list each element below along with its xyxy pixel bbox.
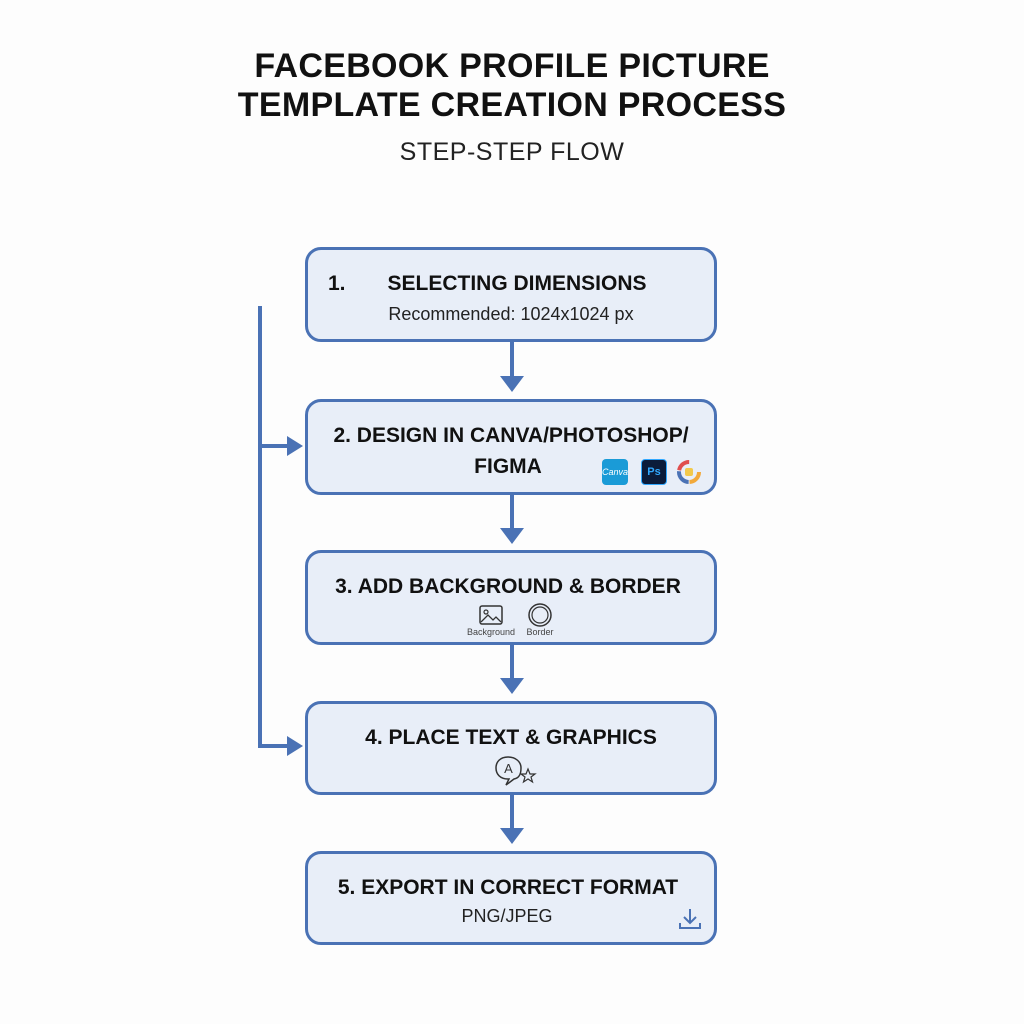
step-5-title: 5. EXPORT IN CORRECT FORMAT — [337, 876, 679, 899]
text-graphics-icon: A — [495, 756, 537, 786]
background-icon-label: Background — [466, 627, 516, 637]
step-1-title: SELECTING DIMENSIONS — [387, 272, 647, 295]
step-1-number: 1. — [328, 272, 346, 295]
arrowhead-3-to-4 — [500, 678, 524, 694]
step-2-title-line-1: 2. DESIGN IN CANVA/PHOTOSHOP/ — [333, 424, 689, 447]
arrowhead-1-to-2 — [500, 376, 524, 392]
step-2-title-line-2: FIGMA — [474, 455, 542, 478]
diagram-title-line-1: FACEBOOK PROFILE PICTURE — [254, 47, 770, 85]
step-3-box: 3. ADD BACKGROUND & BORDER Background Bo… — [305, 550, 717, 645]
text-graphics-icon-letter: A — [504, 761, 513, 776]
step-5-box: 5. EXPORT IN CORRECT FORMAT PNG/JPEG — [305, 851, 717, 945]
arrowhead-4-to-5 — [500, 828, 524, 844]
diagram-title-line-2: TEMPLATE CREATION PROCESS — [237, 86, 787, 124]
step-5-detail: PNG/JPEG — [461, 906, 553, 926]
border-circle-icon — [528, 603, 552, 627]
arrowhead-side-to-step-2 — [287, 436, 303, 456]
background-image-icon — [479, 605, 503, 625]
photoshop-icon: Ps — [641, 459, 667, 485]
arrowhead-2-to-3 — [500, 528, 524, 544]
diagram-subtitle: STEP-STEP FLOW — [399, 138, 625, 166]
step-3-title: 3. ADD BACKGROUND & BORDER — [335, 575, 681, 598]
border-icon-label: Border — [526, 627, 554, 637]
figma-icon — [677, 460, 701, 484]
arrowhead-side-to-step-4 — [287, 736, 303, 756]
step-4-title: 4. PLACE TEXT & GRAPHICS — [365, 726, 657, 749]
canva-icon: Canva — [602, 459, 628, 485]
step-1-detail: Recommended: 1024x1024 px — [388, 304, 634, 324]
step-1-box: 1. SELECTING DIMENSIONS Recommended: 102… — [305, 247, 717, 342]
download-icon — [679, 909, 701, 929]
step-4-box: 4. PLACE TEXT & GRAPHICS A — [305, 701, 717, 795]
step-2-box: 2. DESIGN IN CANVA/PHOTOSHOP/ FIGMA Canv… — [305, 399, 717, 495]
